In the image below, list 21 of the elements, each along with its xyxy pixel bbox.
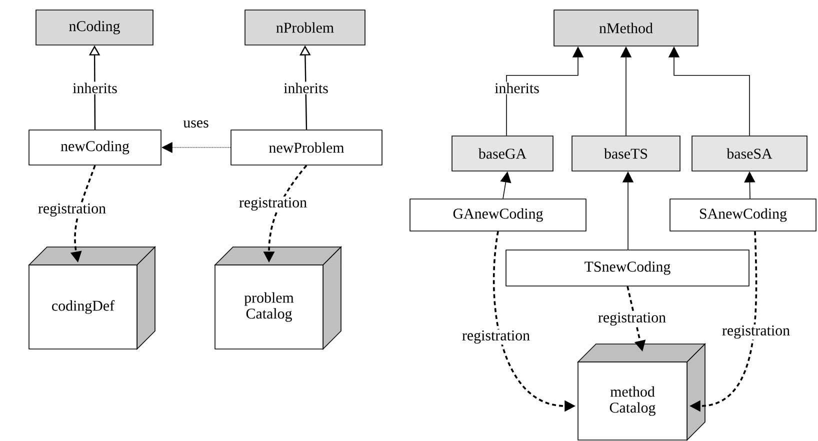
edge-label: registration: [460, 329, 532, 345]
class-box: nProblem: [244, 10, 366, 46]
class-box: baseTS: [572, 136, 680, 172]
class-box: newCoding: [28, 130, 162, 166]
edge-label: registration: [36, 202, 108, 218]
edge-label: inherits: [72, 82, 118, 94]
edge-label: inherits: [282, 82, 330, 94]
edge-label: inherits: [494, 82, 540, 94]
class-box: newProblem: [230, 130, 382, 166]
edge-label: registration: [720, 324, 792, 340]
class-box: nCoding: [36, 10, 154, 46]
edge-label: registration: [238, 196, 308, 212]
class-box: SAnewCoding: [670, 198, 816, 232]
class-box: TSnewCoding: [506, 250, 750, 286]
class-box: baseGA: [452, 136, 554, 172]
arrow: [162, 142, 231, 153]
class-box: nMethod: [554, 10, 698, 46]
edge-label: uses: [183, 120, 208, 128]
edge-label: registration: [596, 311, 668, 327]
class-box: GAnewCoding: [410, 198, 586, 232]
class-box: baseSA: [692, 136, 808, 172]
